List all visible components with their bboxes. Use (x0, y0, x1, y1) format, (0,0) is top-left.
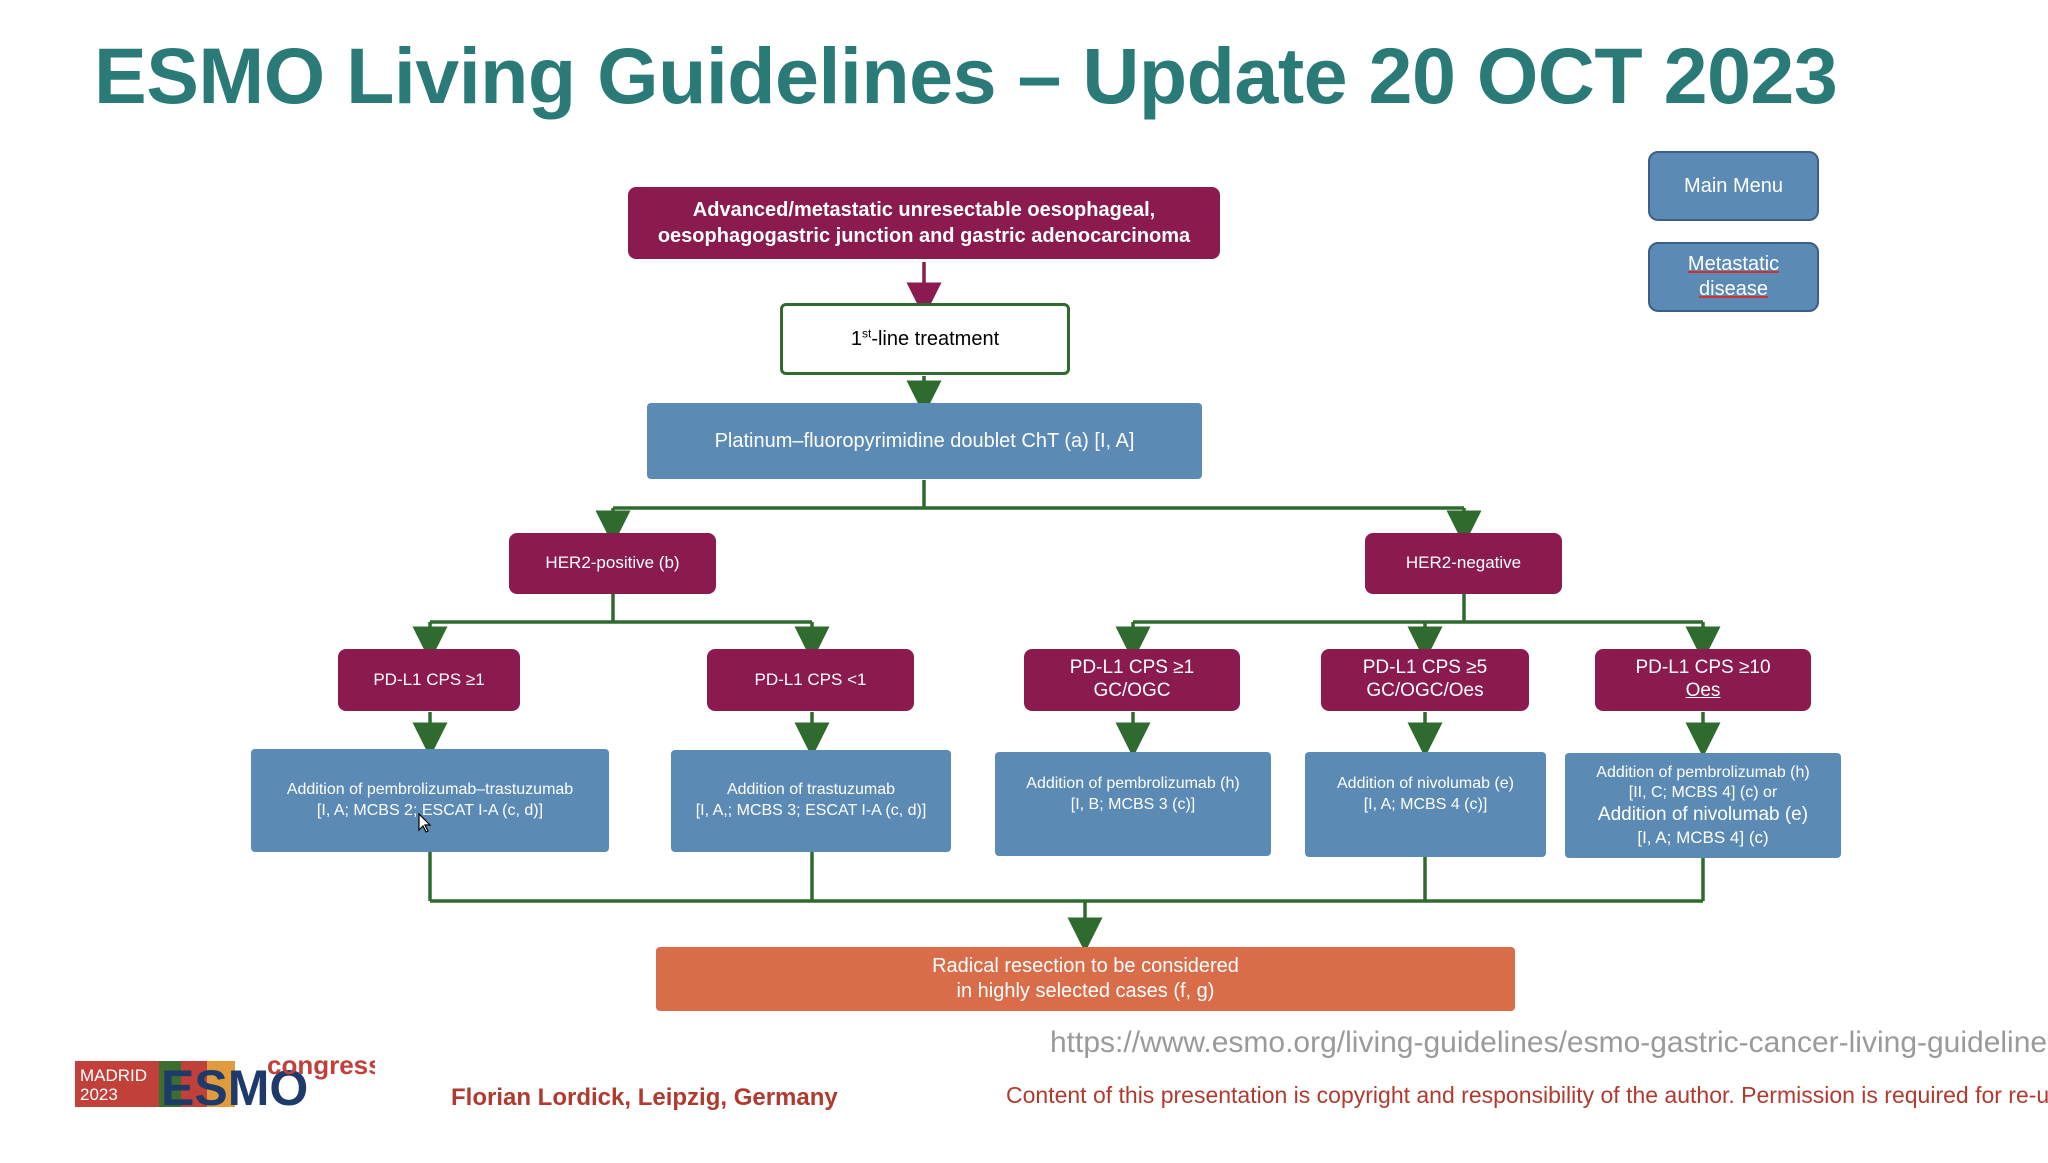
logo-brand: ESMO (161, 1060, 308, 1110)
pdl1-her2neg-ge10-box: PD-L1 CPS ≥10 Oes (1595, 649, 1811, 711)
her2-positive-label: HER2-positive (b) (545, 553, 680, 573)
treatment-2-line1: Addition of trastuzumab (726, 781, 896, 799)
treatment-trastuzumab-box: Addition of trastuzumab [I, A,; MCBS 3; … (671, 750, 951, 852)
pdl1-her2neg-ge5-line1: PD-L1 CPS ≥5 (1362, 657, 1488, 679)
treatment-2-line2: [I, A,; MCBS 3; ESCAT I-A (c, d)] (695, 802, 927, 819)
treatment-1-line1: Addition of pembrolizumab–trastuzumab (286, 780, 574, 798)
treatment-3-line1: Addition of pembrolizumab (h) (1026, 775, 1240, 792)
pdl1-her2neg-ge10-line2: Oes (1685, 680, 1721, 701)
esmo-logo-mark: MADRID 2023 ESMO congress (75, 1050, 383, 1116)
first-line-label: 1st-line treatment (850, 326, 1000, 350)
esmo-congress-logo: MADRID 2023 ESMO congress (75, 1048, 383, 1116)
pdl1-her2neg-ge10-line1: PD-L1 CPS ≥10 (1635, 657, 1771, 679)
logo-city: MADRID (80, 1066, 147, 1085)
pdl1-her2neg-ge5-line2: GC/OGC/Oes (1366, 680, 1484, 701)
radical-resection-box: Radical resection to be considered in hi… (656, 947, 1515, 1011)
pdl1-her2neg-ge1-line2: GC/OGC (1093, 680, 1171, 701)
treatment-pembrolizumab-box: Addition of pembrolizumab (h) [I, B; MCB… (995, 752, 1271, 856)
resection-line1: Radical resection to be considered (932, 955, 1239, 977)
metastatic-label-line1: Metastatic (1687, 253, 1780, 275)
pdl1-her2neg-ge1-line1: PD-L1 CPS ≥1 (1069, 657, 1195, 679)
pdl1-her2pos-ge1-box: PD-L1 CPS ≥1 (338, 649, 520, 711)
metastatic-label-line2: disease (1699, 278, 1768, 300)
treatment-4-line2: [I, A; MCBS 4 (c)] (1363, 795, 1488, 813)
platinum-label: Platinum–fluoropyrimidine doublet ChT (a… (714, 430, 1135, 452)
slide-title: ESMO Living Guidelines – Update 20 OCT 2… (94, 31, 1838, 120)
treatment-5-line4: [I, A; MCBS 4] (c) (1637, 827, 1769, 847)
treatment-1-line2: [I, A; MCBS 2; ESCAT I-A (c, d)] (316, 801, 544, 819)
main-menu-label: Main Menu (1684, 175, 1783, 197)
treatment-nivolumab-box: Addition of nivolumab (e) [I, A; MCBS 4 … (1305, 752, 1546, 857)
treatment-5-line2: [II, C; MCBS 4] (c) or (1628, 784, 1778, 801)
treatment-5-line3: Addition of nivolumab (e) (1597, 804, 1809, 825)
disease-line1: Advanced/metastatic unresectable oesopha… (692, 199, 1156, 221)
treatment-5-line1: Addition of pembrolizumab (h) (1596, 764, 1810, 781)
copyright-notice: Content of this presentation is copyrigh… (1006, 1082, 2048, 1108)
pdl1-her2neg-ge1-box: PD-L1 CPS ≥1 GC/OGC (1024, 649, 1240, 711)
pdl1-her2pos-ge1-label: PD-L1 CPS ≥1 (373, 669, 485, 689)
logo-year: 2023 (80, 1085, 118, 1104)
pdl1-her2neg-ge5-box: PD-L1 CPS ≥5 GC/OGC/Oes (1321, 649, 1529, 711)
treatment-3-line2: [I, B; MCBS 3 (c)] (1070, 795, 1196, 813)
metastatic-disease-button[interactable]: Metastatic disease (1648, 242, 1819, 312)
her2-negative-label: HER2-negative (1405, 553, 1522, 573)
main-menu-button[interactable]: Main Menu (1648, 151, 1819, 221)
disease-box: Advanced/metastatic unresectable oesopha… (628, 187, 1220, 259)
platinum-box: Platinum–fluoropyrimidine doublet ChT (a… (647, 403, 1202, 479)
disease-line2: oesophagogastric junction and gastric ad… (657, 225, 1191, 247)
author-credit: Florian Lordick, Leipzig, Germany (451, 1084, 838, 1111)
mouse-cursor-icon (418, 812, 432, 839)
her2-negative-box: HER2-negative (1365, 533, 1562, 594)
treatment-4-line1: Addition of nivolumab (e) (1337, 775, 1514, 792)
resection-line2: in highly selected cases (f, g) (956, 980, 1215, 1002)
guideline-url-link[interactable]: https://www.esmo.org/living-guidelines/e… (1050, 1026, 2048, 1059)
pdl1-her2pos-lt1-box: PD-L1 CPS <1 (707, 649, 914, 711)
logo-suffix: congress (267, 1050, 375, 1080)
pdl1-her2pos-lt1-label: PD-L1 CPS <1 (754, 669, 867, 689)
treatment-pembro-trastuzumab-box: Addition of pembrolizumab–trastuzumab [I… (251, 749, 609, 852)
first-line-box: 1st-line treatment (780, 303, 1070, 375)
treatment-pembro-or-nivo-box: Addition of pembrolizumab (h) [II, C; MC… (1565, 753, 1841, 858)
her2-positive-box: HER2-positive (b) (509, 533, 716, 594)
